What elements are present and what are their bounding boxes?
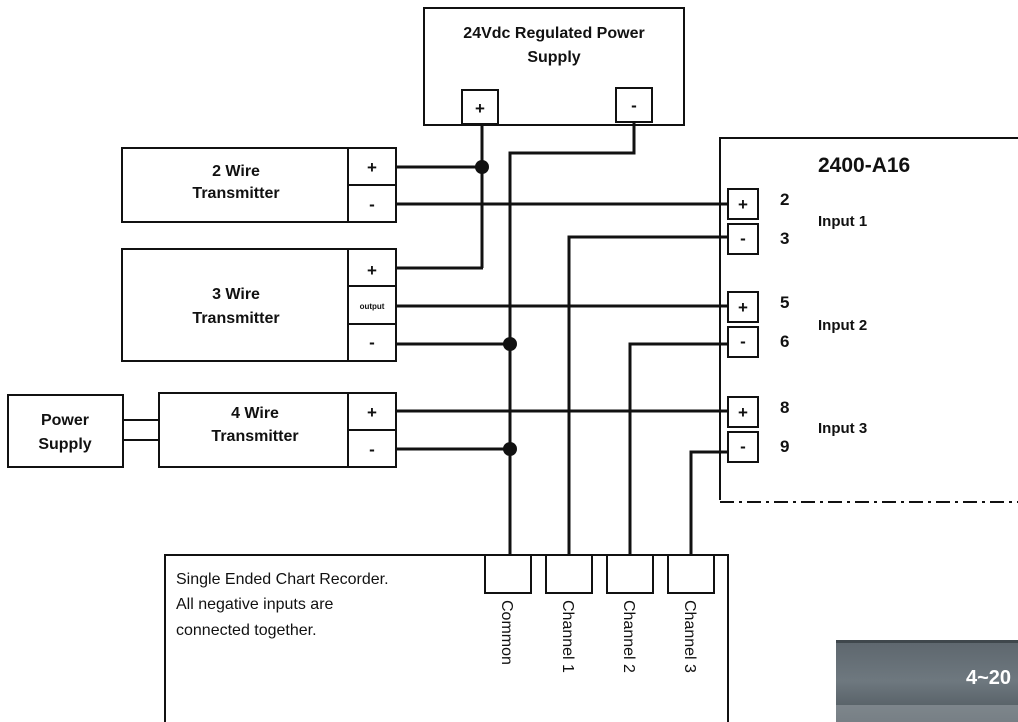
input3-minus-label: -: [740, 437, 746, 456]
junction-dot: [503, 442, 517, 456]
transmitter-3wire-output-label: output: [360, 302, 385, 311]
input3-minus-terminal: [727, 431, 759, 463]
junction-dot: [475, 160, 489, 174]
transmitter-2wire-minus-label: -: [369, 195, 375, 214]
chart-recorder-box: [164, 554, 729, 722]
input2-plus-label: +: [738, 298, 748, 317]
transmitter-3wire: 3 Wire Transmitter + output -: [121, 248, 397, 362]
recorder-terminal-channel1: [545, 554, 593, 594]
input2-label: Input 2: [818, 317, 867, 334]
transmitter-4wire-plus-label: +: [367, 403, 377, 422]
device-photo-text: 4~20: [966, 667, 1011, 689]
chart-recorder-note-line2: All negative inputs are: [176, 596, 334, 613]
external-power-supply-line1: Power: [41, 412, 89, 429]
transmitter-2wire-line2: Transmitter: [192, 185, 279, 202]
input3-plus-label: +: [738, 403, 748, 422]
input3-label: Input 3: [818, 420, 867, 437]
recorder-label-channel1: Channel 1: [559, 600, 576, 673]
recorder-label-channel2: Channel 2: [620, 600, 637, 673]
regulated-power-supply-title-line2: Supply: [527, 49, 580, 66]
transmitter-3wire-plus-label: +: [367, 261, 377, 280]
input1-minus-label: -: [740, 229, 746, 248]
recorder-label-common: Common: [498, 600, 515, 665]
input2-plus-pin: 5: [780, 293, 789, 312]
module-title: 2400-A16: [818, 154, 910, 177]
transmitter-3wire-line1: 3 Wire: [212, 286, 260, 303]
chart-recorder: Single Ended Chart Recorder. All negativ…: [164, 554, 729, 722]
external-power-supply-box: [7, 394, 124, 468]
input1-minus-pin: 3: [780, 229, 789, 248]
recorder-terminal-channel2: [606, 554, 654, 594]
input1-plus-label: +: [738, 195, 748, 214]
transmitter-2wire-line1: 2 Wire: [212, 163, 260, 180]
input2-minus-pin: 6: [780, 332, 789, 351]
input3-minus-pin: 9: [780, 437, 789, 456]
recorder-terminal-common: [484, 554, 532, 594]
chart-recorder-note-line3: connected together.: [176, 622, 317, 639]
input1-plus-pin: 2: [780, 190, 789, 209]
transmitter-4wire-line1: 4 Wire: [231, 405, 279, 422]
device-photo-fragment: 4~20: [836, 640, 1018, 722]
wire-common-bus: [508, 122, 636, 555]
transmitter-4wire-line2: Transmitter: [211, 428, 298, 445]
transmitter-2wire: 2 Wire Transmitter + -: [121, 147, 397, 223]
regulated-power-supply: 24Vdc Regulated Power Supply + -: [423, 7, 685, 126]
external-power-supply: Power Supply: [7, 394, 124, 468]
module-2400-a16: 2400-A16 + - 2 3 Input 1 + - 5 6 Input 2…: [719, 137, 1018, 503]
wire-input2-to-channel2: [628, 342, 728, 555]
regulated-power-supply-plus-label: +: [475, 99, 485, 118]
transmitter-4wire-minus-label: -: [369, 440, 375, 459]
input2-minus-label: -: [740, 332, 746, 351]
transmitter-4wire: 4 Wire Transmitter + -: [158, 392, 397, 468]
wire-input1-to-channel1: [567, 235, 728, 555]
transmitter-3wire-line2: Transmitter: [192, 310, 279, 327]
wire-input3-to-channel3: [689, 450, 728, 555]
junction-dot: [503, 337, 517, 351]
regulated-power-supply-plus-terminal: [461, 89, 499, 125]
recorder-terminal-channel3: [667, 554, 715, 594]
regulated-power-supply-minus-label: -: [631, 96, 637, 115]
input1-minus-terminal: [727, 223, 759, 255]
recorder-label-channel3: Channel 3: [681, 600, 698, 673]
transmitter-3wire-minus-label: -: [369, 333, 375, 352]
chart-recorder-note-line1: Single Ended Chart Recorder.: [176, 571, 389, 588]
transmitter-2wire-plus-label: +: [367, 158, 377, 177]
input3-plus-pin: 8: [780, 398, 789, 417]
regulated-power-supply-title-line1: 24Vdc Regulated Power: [463, 25, 644, 42]
input1-label: Input 1: [818, 213, 867, 230]
input3-plus-terminal: [727, 396, 759, 428]
transmitter-3wire-box: [121, 248, 397, 362]
external-power-supply-line2: Supply: [38, 436, 91, 453]
input2-minus-terminal: [727, 326, 759, 358]
wires: [123, 122, 728, 555]
module-outline: [719, 137, 1018, 500]
